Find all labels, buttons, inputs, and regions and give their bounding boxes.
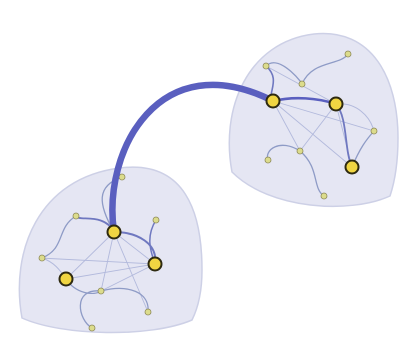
minor-node — [119, 174, 125, 180]
hub-node — [149, 258, 162, 271]
minor-node — [297, 148, 303, 154]
hub-node — [346, 161, 359, 174]
hub-node — [267, 95, 280, 108]
minor-node — [299, 81, 305, 87]
minor-node — [321, 193, 327, 199]
minor-node — [265, 157, 271, 163]
minor-node — [153, 217, 159, 223]
minor-node — [145, 309, 151, 315]
upper-right-cluster — [229, 34, 398, 207]
minor-node — [73, 213, 79, 219]
hub-node — [108, 226, 121, 239]
hub-node — [60, 273, 73, 286]
hub-node — [330, 98, 343, 111]
minor-node — [371, 128, 377, 134]
minor-node — [98, 288, 104, 294]
minor-node — [89, 325, 95, 331]
minor-node — [39, 255, 45, 261]
cluster-dome — [229, 34, 398, 207]
minor-node — [263, 63, 269, 69]
minor-node — [345, 51, 351, 57]
